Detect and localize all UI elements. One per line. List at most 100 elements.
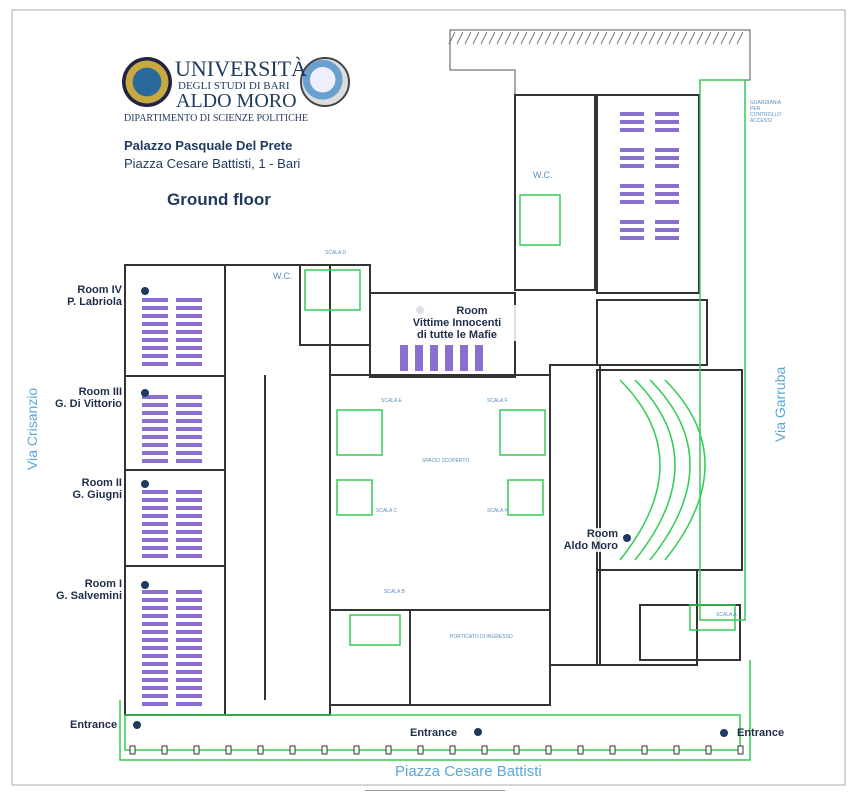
desk bbox=[176, 678, 202, 682]
desk bbox=[176, 530, 202, 534]
desk bbox=[142, 678, 168, 682]
desk bbox=[176, 662, 202, 666]
desk bbox=[176, 670, 202, 674]
desk bbox=[176, 314, 202, 318]
desk bbox=[142, 330, 168, 334]
room-name: Vittime Innocenti bbox=[412, 317, 502, 329]
porticato-label: PORTICATO DI INGRESSO bbox=[450, 634, 513, 640]
room-name: G. Giugni bbox=[72, 489, 123, 501]
scala-e-label: SCALA E bbox=[381, 398, 402, 404]
desk bbox=[176, 490, 202, 494]
university-subtitle: DEGLI STUDI DI BARI bbox=[178, 80, 290, 92]
desk bbox=[142, 630, 168, 634]
room-ii-marker bbox=[141, 480, 149, 488]
desk bbox=[176, 514, 202, 518]
desk bbox=[655, 184, 679, 188]
hatch-line bbox=[736, 31, 744, 45]
desk bbox=[176, 362, 202, 366]
column bbox=[449, 745, 456, 755]
hatch-line bbox=[456, 31, 464, 45]
desk bbox=[142, 346, 168, 350]
desk bbox=[176, 427, 202, 431]
scala-c-label: SCALA C bbox=[376, 508, 398, 514]
desk bbox=[176, 306, 202, 310]
hatch-line bbox=[528, 31, 536, 45]
desk bbox=[176, 630, 202, 634]
desk bbox=[176, 322, 202, 326]
hatch-line bbox=[648, 31, 656, 45]
column bbox=[129, 745, 136, 755]
desk bbox=[620, 120, 644, 124]
entrance-right-marker bbox=[720, 729, 728, 737]
desk bbox=[620, 164, 644, 168]
desk bbox=[142, 654, 168, 658]
room-name: P. Labriola bbox=[67, 296, 122, 308]
desk bbox=[176, 435, 202, 439]
desk bbox=[176, 298, 202, 302]
desk bbox=[142, 443, 168, 447]
desk bbox=[430, 345, 438, 371]
room-number: Room I bbox=[84, 578, 122, 590]
desk bbox=[142, 638, 168, 642]
desk bbox=[142, 338, 168, 342]
entrance-center-label[interactable]: Entrance bbox=[410, 727, 458, 739]
desk bbox=[142, 514, 168, 518]
desk bbox=[142, 403, 168, 407]
desk bbox=[445, 345, 453, 371]
hatch-line bbox=[688, 31, 696, 45]
entrance-center-marker bbox=[474, 728, 482, 736]
room-iii-marker bbox=[141, 389, 149, 397]
room-name-2: di tutte le Mafie bbox=[416, 329, 498, 341]
hatch-line bbox=[544, 31, 552, 45]
desk bbox=[655, 164, 679, 168]
hatch-line bbox=[704, 31, 712, 45]
desk bbox=[620, 184, 644, 188]
desk bbox=[142, 670, 168, 674]
room-number: Room IV bbox=[77, 284, 122, 296]
column bbox=[193, 745, 200, 755]
desk bbox=[142, 362, 168, 366]
desk bbox=[620, 228, 644, 232]
room-name: Aldo Moro bbox=[563, 540, 618, 552]
hatch-line bbox=[672, 31, 680, 45]
hatch-line bbox=[552, 31, 560, 45]
hatch-line bbox=[640, 31, 648, 45]
desk bbox=[142, 546, 168, 550]
desk bbox=[655, 220, 679, 224]
desk bbox=[142, 554, 168, 558]
desks bbox=[142, 112, 679, 706]
entrance-right-label[interactable]: Entrance bbox=[737, 727, 785, 739]
hatch-line bbox=[712, 31, 720, 45]
room-number: Room II bbox=[81, 477, 122, 489]
desk bbox=[620, 112, 644, 116]
hatch-line bbox=[664, 31, 672, 45]
desk bbox=[620, 236, 644, 240]
desk bbox=[176, 598, 202, 602]
column bbox=[161, 745, 168, 755]
hatch-line bbox=[576, 31, 584, 45]
hatch-line bbox=[536, 31, 544, 45]
column bbox=[737, 745, 744, 755]
columns bbox=[129, 745, 744, 755]
column bbox=[257, 745, 264, 755]
column bbox=[321, 745, 328, 755]
column bbox=[673, 745, 680, 755]
hatch-line bbox=[592, 31, 600, 45]
street-piazza-cesare-battisti: Piazza Cesare Battisti bbox=[395, 763, 542, 780]
desk bbox=[142, 662, 168, 666]
roof-hatching bbox=[448, 29, 751, 96]
desk bbox=[142, 614, 168, 618]
entrance-left-label[interactable]: Entrance bbox=[70, 719, 118, 731]
desk bbox=[176, 622, 202, 626]
page-frame bbox=[11, 9, 846, 786]
hatch-line bbox=[656, 31, 664, 45]
column bbox=[417, 745, 424, 755]
desk bbox=[176, 546, 202, 550]
